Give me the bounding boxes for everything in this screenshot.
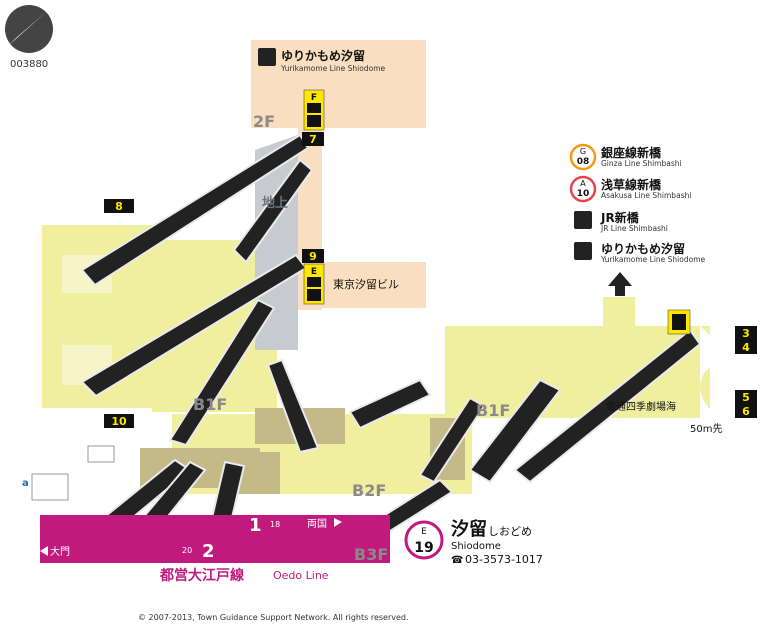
telephone-icon: ☎ — [451, 555, 463, 566]
car-20: 20 — [182, 546, 192, 555]
exit-9[interactable]: 9 — [302, 249, 324, 263]
floor-2f-area — [251, 40, 426, 128]
station-kana: しおどめ — [488, 525, 532, 538]
dest-ryogoku: 両国 — [307, 518, 327, 530]
svg-text:E: E — [311, 267, 317, 277]
station-name: 汐留 — [451, 518, 487, 540]
elevator-icon — [307, 289, 321, 301]
copyright: © 2007-2013, Town Guidance Support Netwo… — [138, 613, 409, 622]
station-badge: E 19 — [404, 520, 444, 560]
theater-name: 電通四季劇場海 — [606, 400, 676, 413]
transfer-asakusa[interactable]: A 10 浅草線新橋 Asakusa Line Shimbashi — [569, 175, 691, 203]
svg-text:JR Line Shimbashi: JR Line Shimbashi — [600, 224, 668, 233]
floor-label-b2f: B2F — [352, 481, 386, 500]
exit-6[interactable]: 6 — [735, 404, 757, 418]
north-arrow-icon — [5, 5, 53, 53]
svg-text:3: 3 — [742, 327, 750, 340]
svg-text:G: G — [580, 147, 586, 156]
theater-distance: 50m先 — [690, 423, 722, 435]
svg-text:Yurikamome Line Shiodome: Yurikamome Line Shiodome — [600, 255, 706, 264]
building-name: 東京汐留ビル — [333, 277, 399, 291]
svg-text:5: 5 — [742, 391, 750, 404]
station-en: Shiodome — [451, 541, 501, 552]
car-18: 18 — [270, 520, 280, 529]
svg-text:10: 10 — [111, 415, 127, 428]
exit-5[interactable]: 5 — [735, 390, 757, 404]
elevator-icon — [307, 115, 321, 127]
transfer-ginza[interactable]: G 08 銀座線新橋 Ginza Line Shimbashi — [569, 143, 682, 171]
exit-4[interactable]: 4 — [735, 340, 757, 354]
svg-text:08: 08 — [577, 157, 590, 167]
track-1: 1 — [249, 515, 262, 536]
train-icon — [574, 211, 592, 229]
svg-text:銀座線新橋: 銀座線新橋 — [600, 145, 662, 160]
arrow-right-icon — [334, 518, 342, 527]
platform-b3f — [40, 515, 390, 563]
transfer-yurikamome[interactable]: ゆりかもめ汐留 Yurikamome Line Shiodome — [574, 241, 706, 264]
facilities-label: a — [22, 478, 29, 489]
elevator-right[interactable] — [667, 309, 691, 335]
line-name-en: Oedo Line — [273, 569, 329, 582]
dest-daimon: 大門 — [50, 545, 70, 558]
svg-text:6: 6 — [742, 405, 750, 418]
svg-text:ゆりかもめ汐留: ゆりかもめ汐留 — [601, 241, 685, 256]
track-2: 2 — [202, 541, 215, 562]
svg-text:浅草線新橋: 浅草線新橋 — [601, 177, 662, 192]
svg-text:Ginza Line Shimbashi: Ginza Line Shimbashi — [601, 159, 682, 168]
restroom-icon — [87, 445, 115, 463]
train-icon — [258, 48, 276, 66]
building-area — [322, 262, 426, 308]
elevator-f[interactable]: F — [303, 89, 325, 131]
svg-text:E: E — [421, 527, 427, 537]
svg-text:7: 7 — [309, 133, 317, 146]
svg-text:Asakusa Line Shimbashi: Asakusa Line Shimbashi — [601, 191, 691, 200]
map-id: 003880 — [10, 59, 48, 70]
up-arrow-icon — [608, 272, 632, 296]
svg-text:A: A — [580, 179, 586, 188]
station-phone: 03-3573-1017 — [465, 553, 543, 566]
top-station-sub: Yurikamome Line Shiodome — [280, 64, 386, 73]
floor-label-2f: 2F — [253, 112, 275, 131]
elevator-e[interactable]: E — [303, 263, 325, 305]
svg-text:JR新橋: JR新橋 — [600, 210, 640, 225]
line-name-ja: 都営大江戸線 — [159, 567, 244, 584]
svg-text:4: 4 — [742, 341, 750, 354]
exit-3[interactable]: 3 — [735, 326, 757, 340]
train-icon — [574, 242, 592, 260]
svg-text:9: 9 — [309, 250, 317, 263]
transfer-jr[interactable]: JR新橋 JR Line Shimbashi — [574, 210, 668, 233]
floor-label-b1f-right: B1F — [476, 401, 510, 420]
floor-label-b3f: B3F — [354, 545, 388, 564]
exit-7[interactable]: 7 — [302, 132, 324, 146]
exit-8[interactable]: 8 — [104, 199, 134, 213]
svg-text:10: 10 — [577, 189, 590, 199]
svg-text:8: 8 — [115, 200, 123, 213]
svg-text:19: 19 — [414, 540, 433, 556]
top-station-name: ゆりかもめ汐留 — [281, 48, 365, 63]
floor-label-ground: 地上 — [262, 195, 288, 211]
facilities-icon — [31, 473, 69, 501]
exit-10[interactable]: 10 — [104, 414, 134, 428]
svg-text:F: F — [311, 93, 317, 103]
arrow-left-icon — [40, 546, 48, 556]
floor-label-b1f-left: B1F — [193, 395, 227, 414]
